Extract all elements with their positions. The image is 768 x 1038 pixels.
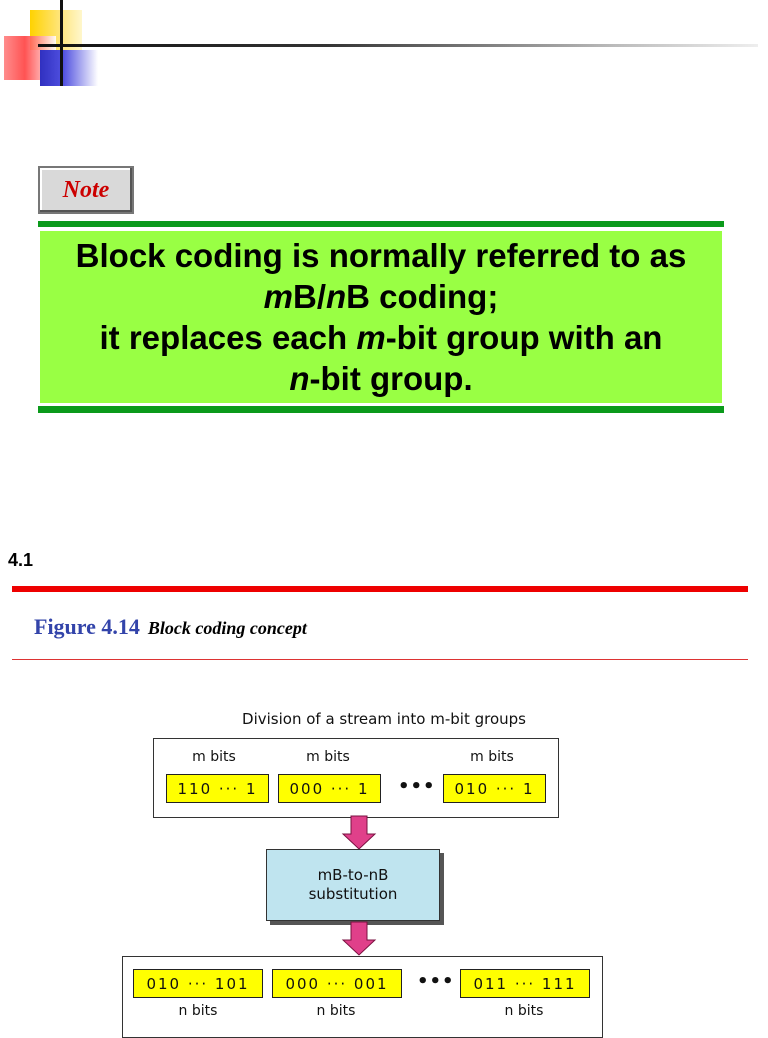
note-box: Block coding is normally referred to as … — [40, 231, 722, 403]
logo-vertical-line — [60, 0, 63, 86]
down-arrow-icon — [341, 921, 377, 956]
n-bits-label: n bits — [504, 1003, 544, 1019]
note-text: Block coding is normally referred to as … — [76, 235, 687, 399]
m-bit-group-cell: 110 ··· 1 — [166, 774, 269, 803]
note-label: Note — [38, 166, 134, 214]
m-bit-group-cell: 010 ··· 1 — [443, 774, 546, 803]
figure-number: Figure 4.14 — [34, 614, 140, 639]
n-bit-group-cell: 011 ··· 111 — [460, 969, 590, 998]
slide-number: 4.1 — [8, 550, 34, 570]
figure-caption-rule — [12, 659, 748, 660]
note-top-rule — [38, 221, 724, 227]
note-bottom-rule — [38, 406, 724, 413]
header-rule — [38, 44, 758, 47]
down-arrow-icon — [341, 815, 377, 850]
substitution-line-1: mB-to-nB — [317, 866, 389, 884]
figure-top-rule — [12, 586, 748, 592]
ellipsis-dots: ••• — [398, 776, 436, 797]
m-bits-label: m bits — [470, 749, 514, 765]
note-label-text: Note — [62, 176, 110, 203]
n-bit-group-cell: 010 ··· 101 — [133, 969, 263, 998]
figure-title: Block coding concept — [147, 618, 307, 638]
m-bit-group-cell: 000 ··· 1 — [278, 774, 381, 803]
ellipsis-dots: ••• — [417, 971, 455, 992]
note-line-3: it replaces each m-bit group with an — [99, 319, 663, 356]
diagram-title: Division of a stream into m-bit groups — [242, 710, 526, 728]
note-line-1: Block coding is normally referred to as — [75, 237, 687, 274]
n-bits-label: n bits — [316, 1003, 356, 1019]
m-bits-label: m bits — [192, 749, 236, 765]
note-line-2: mB/nB coding; — [263, 278, 499, 315]
n-bits-label: n bits — [178, 1003, 218, 1019]
substitution-box: mB-to-nB substitution — [266, 849, 440, 921]
m-bits-label: m bits — [306, 749, 350, 765]
note-line-4: n-bit group. — [289, 360, 473, 397]
logo-blue-square — [40, 50, 98, 86]
figure-caption: Figure 4.14 Block coding concept — [34, 614, 307, 640]
n-bit-group-cell: 000 ··· 001 — [272, 969, 402, 998]
substitution-line-2: substitution — [308, 885, 398, 903]
